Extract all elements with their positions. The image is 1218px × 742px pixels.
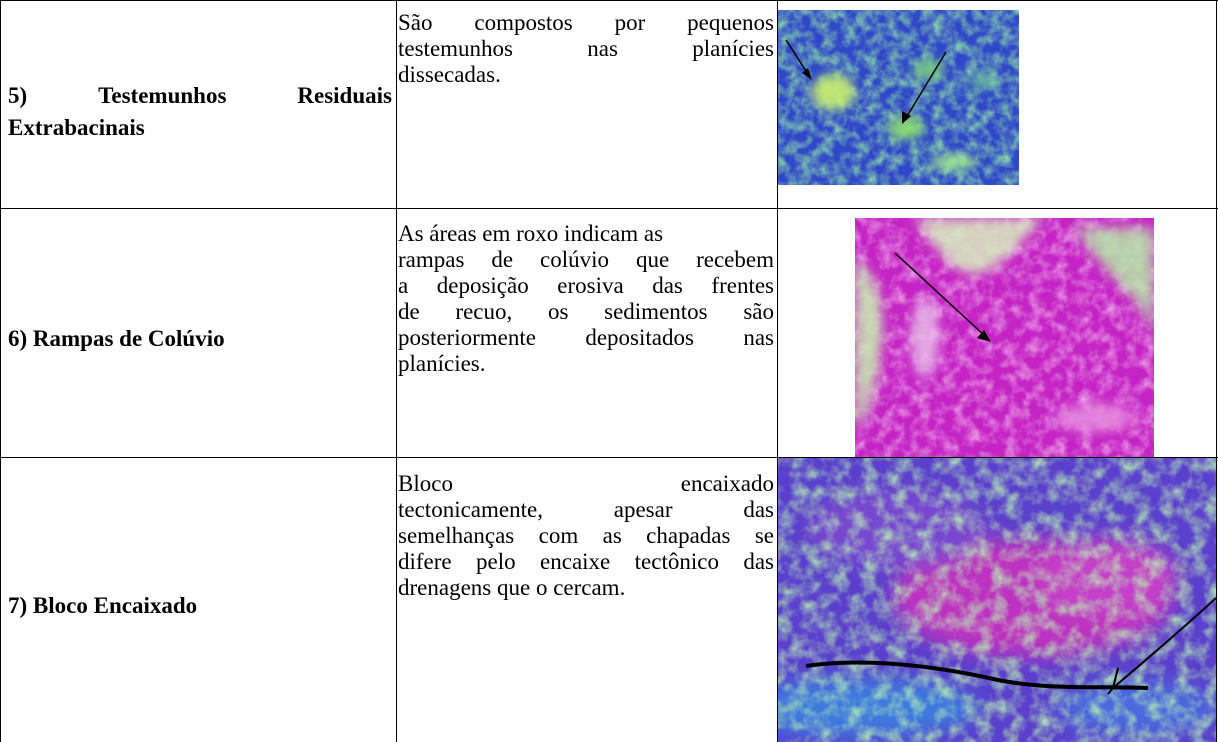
row-7-label: 7) Bloco Encaixado	[8, 593, 198, 618]
table-border-top	[0, 0, 1218, 1]
row-7-desc-word-4: apesar	[613, 497, 673, 522]
row-7-description: Bloco encaixado tectonicamente, apesar d…	[398, 471, 774, 601]
row-divider-2	[0, 457, 1218, 458]
row-5-description: São compostos por pequenos testemunhos n…	[398, 10, 774, 88]
row-6-desc-line-6: planícies.	[398, 351, 486, 376]
column-divider-2	[777, 0, 778, 742]
column-divider-1	[396, 0, 397, 742]
row-7-desc-line-2: tectonicamente, apesar das	[398, 497, 774, 523]
row-6-desc-line-1: As áreas em roxo indicam as	[398, 221, 664, 246]
row-7-desc-line-1: Bloco encaixado	[398, 471, 774, 497]
row-7-desc-word-3: tectonicamente,	[398, 497, 543, 522]
row-6-desc-line-3: a deposição erosiva das frentes	[398, 273, 774, 298]
row-5-label-word-2: Residuais	[297, 83, 392, 108]
row-5-desc-line-3: dissecadas.	[398, 62, 501, 87]
residual-hills-relief-image	[778, 10, 1019, 185]
row-7-desc-word-2: encaixado	[680, 471, 774, 496]
row-7-desc-line-5: drenagens que o cercam.	[398, 575, 626, 600]
row-6-description: As áreas em roxo indicam as rampas de co…	[398, 221, 774, 377]
row-5-desc-word-2: nas	[587, 36, 618, 61]
row-6-desc-line-2: rampas de colúvio que recebem	[398, 247, 774, 272]
row-6-desc-line-5: posteriormente depositados nas	[398, 325, 774, 350]
row-7-desc-word-1: Bloco	[398, 471, 453, 496]
row-5-desc-word-1: testemunhos	[398, 36, 513, 61]
row-divider-1	[0, 208, 1218, 209]
row-6-desc-line-4: de recuo, os sedimentos são	[398, 299, 774, 324]
row-5-desc-line-1: São compostos por pequenos	[398, 10, 774, 35]
row-7-desc-line-3: semelhanças com as chapadas se	[398, 523, 774, 548]
row-6-label: 6) Rampas de Colúvio	[8, 326, 225, 351]
row-5-label-line-2: Extrabacinais	[8, 115, 145, 140]
row-7-desc-line-4: difere pelo encaixe tectônico das	[398, 549, 774, 574]
row-5-desc-line-2: testemunhos nas planícies	[398, 36, 774, 62]
row-5-label-word-1: Testemunhos	[98, 83, 227, 108]
table-border-right	[1216, 0, 1217, 742]
row-5-label: 5) Testemunhos Residuais Extrabacinais	[8, 80, 392, 144]
row-7-desc-word-5: das	[743, 497, 774, 522]
row-5-label-number: 5)	[8, 83, 28, 108]
colluvium-ramps-relief-image	[855, 218, 1154, 457]
table-border-left	[0, 0, 1, 742]
fitted-block-relief-image	[778, 458, 1216, 742]
row-5-desc-word-3: planícies	[692, 36, 774, 61]
